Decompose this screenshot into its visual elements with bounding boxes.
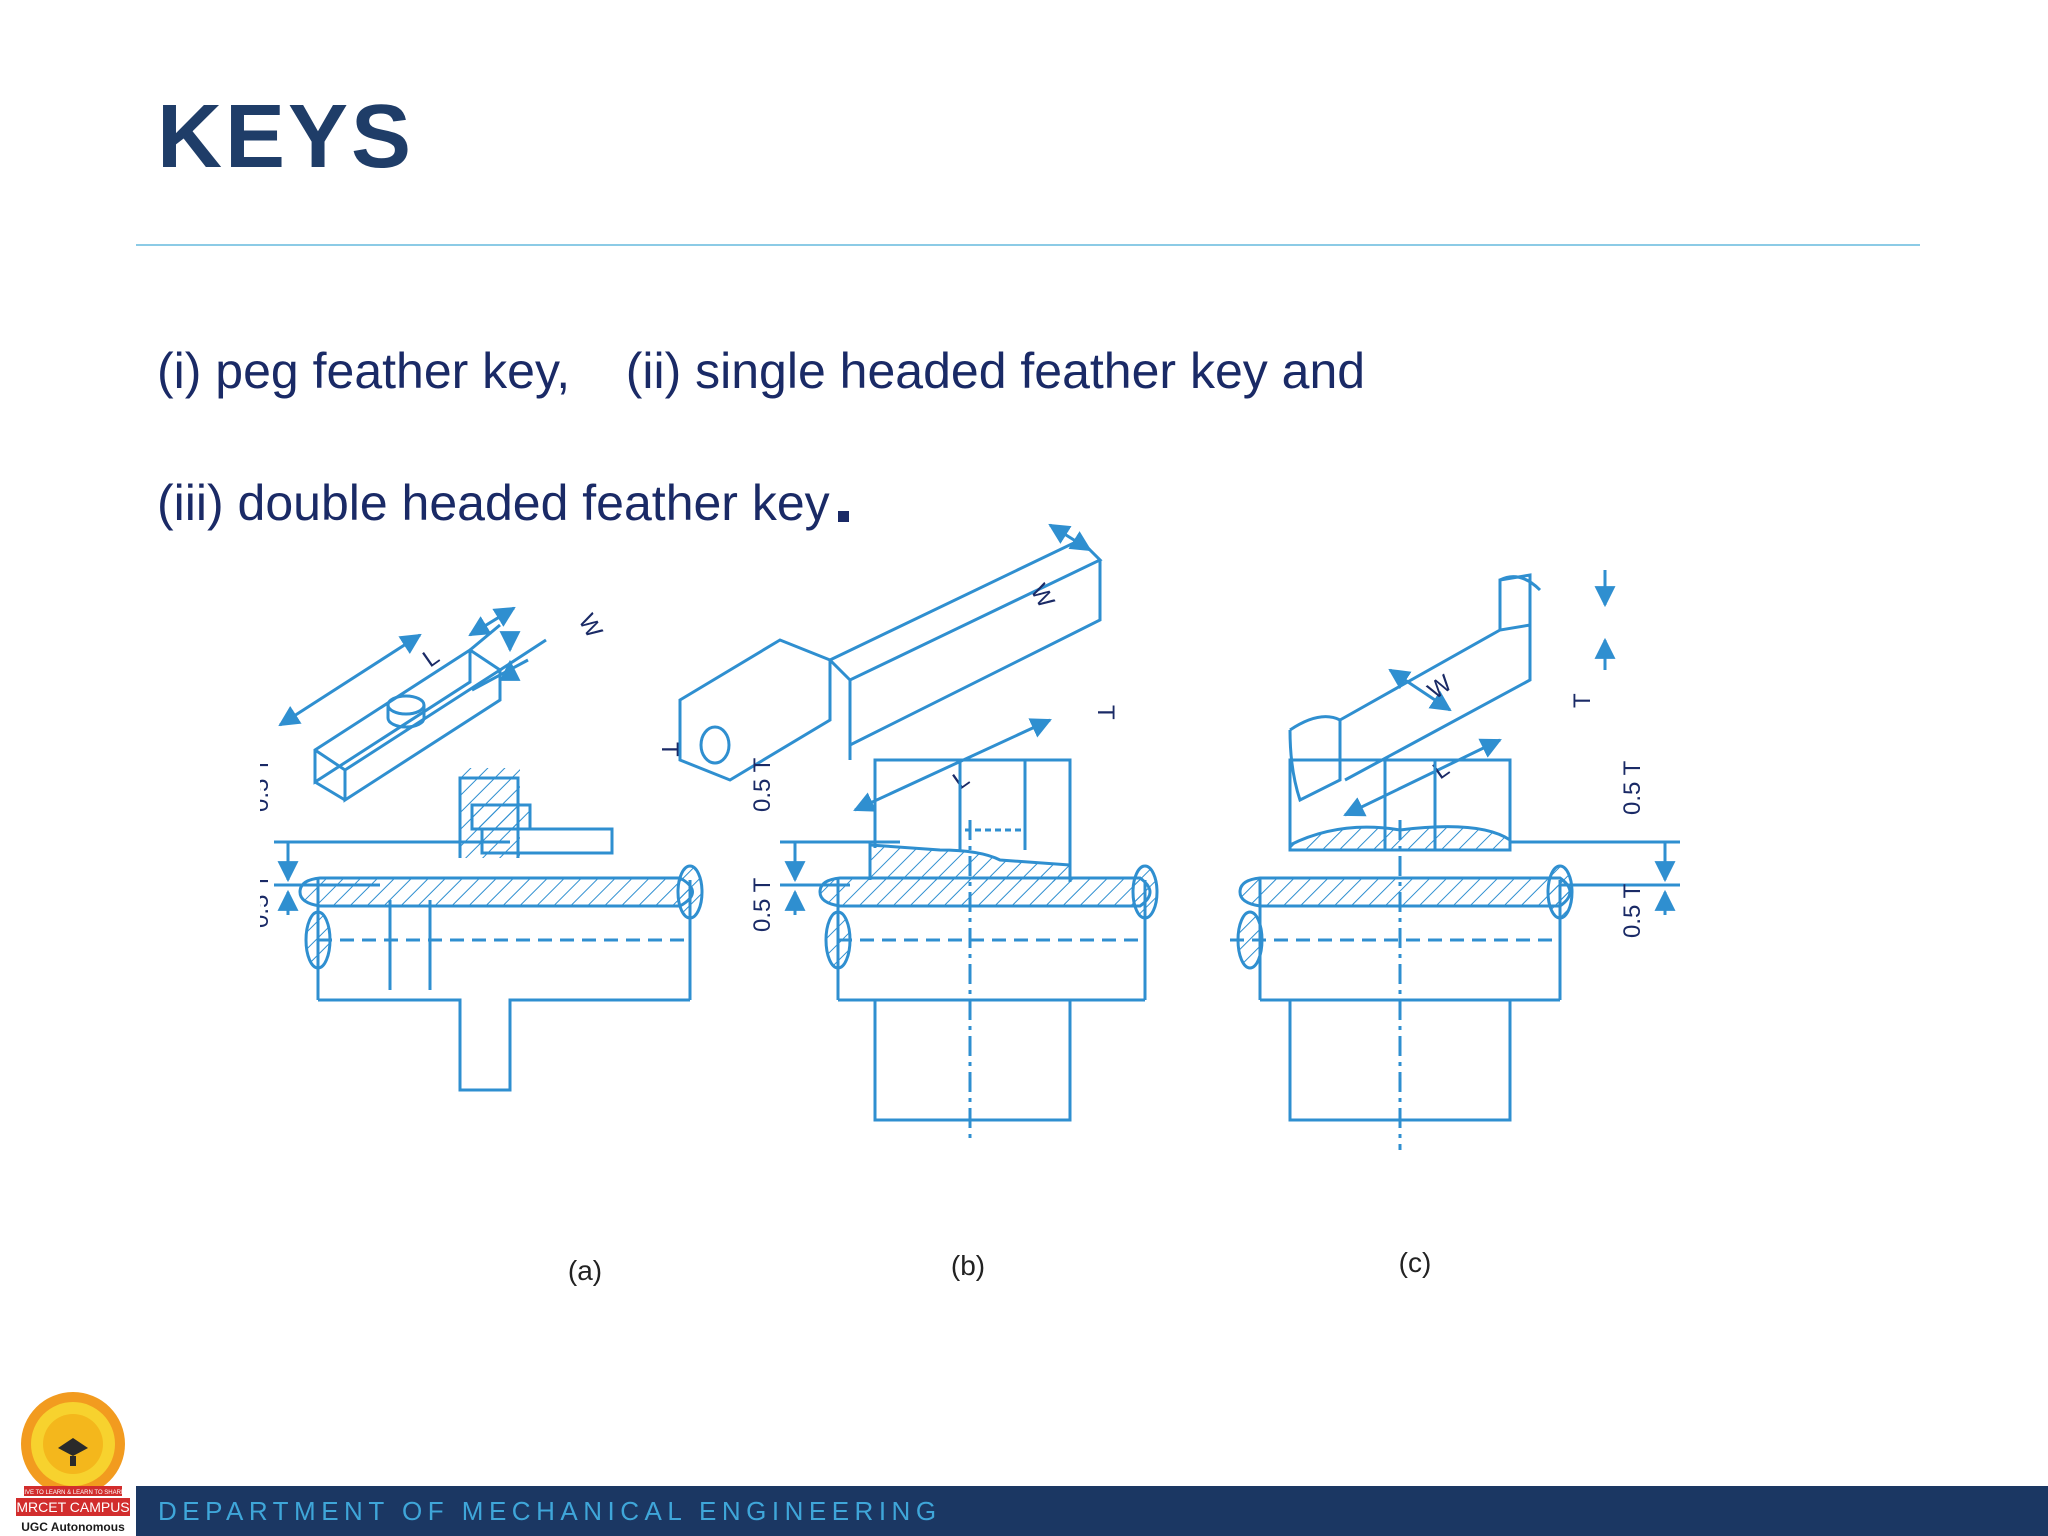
dim-label-a-half-T-bottom: 0.5 T: [260, 873, 274, 928]
dim-label-b-half-T-top: 0.5 T: [749, 757, 776, 812]
logo-motto: LIVE TO LEARN & LEARN TO SHARE: [21, 1490, 125, 1496]
dim-label-b-W: W: [1025, 580, 1060, 613]
key-types-line-2-text: (iii) double headed feather key: [157, 475, 830, 531]
key-types-line-1: (i) peg feather key, (ii) single headed …: [157, 343, 1366, 399]
mrcet-logo: LIVE TO LEARN & LEARN TO SHARE MRCET CAM…: [16, 1392, 130, 1534]
feather-keys-figure: L W T 0.5 T 0.5 T: [260, 523, 1680, 1286]
peg-feather-key-section: [274, 768, 704, 1092]
double-headed-feather-key-isometric: [1288, 570, 1616, 817]
gear-emblem-icon: [21, 1392, 125, 1496]
double-headed-feather-key-section: [1230, 758, 1680, 1150]
peg-feather-key-isometric: [278, 606, 547, 803]
dim-label-b-half-T-bottom: 0.5 T: [749, 877, 776, 932]
department-name: DEPARTMENT OF MECHANICAL ENGINEERING: [158, 1496, 942, 1526]
dim-label-c-T: T: [1569, 693, 1596, 708]
dim-label-a-half-T-top: 0.5 T: [260, 757, 274, 812]
dim-label-c-half-T-top: 0.5 T: [1619, 760, 1646, 815]
dim-label-a-W: W: [573, 610, 608, 643]
key-types-line-2: (iii) double headed feather key: [157, 476, 849, 531]
footer-bar: DEPARTMENT OF MECHANICAL ENGINEERING: [136, 1486, 2048, 1536]
logo-subtitle: UGC Autonomous: [21, 1520, 125, 1534]
dim-label-c-half-T-bottom: 0.5 T: [1619, 883, 1646, 938]
caption-a: (a): [568, 1255, 602, 1286]
slide-title: KEYS: [157, 87, 415, 187]
bullet-dot: [837, 511, 849, 522]
dim-label-c-W: W: [1423, 670, 1457, 705]
single-headed-feather-key-section: [780, 758, 1159, 1140]
dim-label-b-T: T: [1092, 705, 1119, 720]
caption-c: (c): [1399, 1247, 1432, 1278]
title-divider: [136, 244, 1920, 246]
logo-name: MRCET CAMPUS: [16, 1499, 129, 1515]
single-headed-feather-key-isometric: [678, 523, 1103, 812]
dim-label-a-T: T: [656, 742, 683, 757]
caption-b: (b): [951, 1250, 985, 1281]
